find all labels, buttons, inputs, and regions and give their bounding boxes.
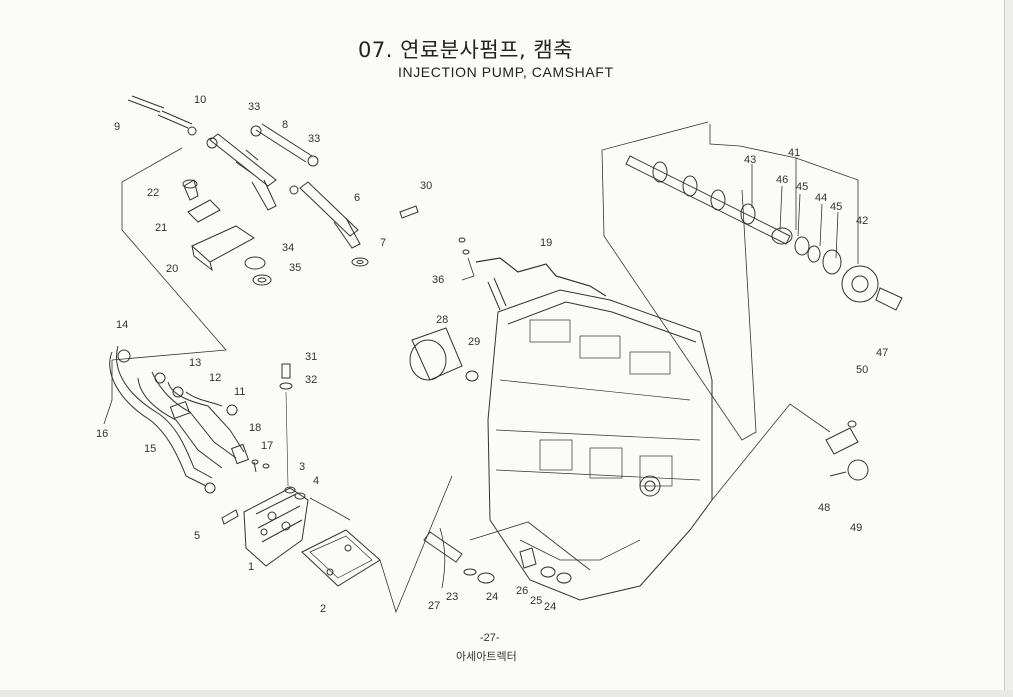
callout-18: 18 [249,422,261,434]
callout-48: 48 [818,502,830,514]
callout-43: 43 [744,154,756,166]
page-edge-right [1004,0,1013,697]
callout-3: 3 [299,461,305,473]
callout-22: 22 [147,187,159,199]
callout-44: 44 [815,192,827,204]
callout-49: 49 [850,522,862,534]
callout-24-a: 24 [486,591,498,603]
callout-20: 20 [166,263,178,275]
callout-12: 12 [209,372,221,384]
injection-nozzle-group [111,95,369,361]
callout-17: 17 [261,440,273,452]
engine-block-group [399,205,713,601]
page-number: -27- [480,632,500,644]
callout-41: 41 [788,147,800,159]
callout-29: 29 [468,336,480,348]
callout-32: 32 [305,374,317,386]
callout-33-b: 33 [308,133,320,145]
callout-1: 1 [248,561,254,573]
callout-labels: 10 9 33 8 33 22 21 20 34 35 6 7 30 19 36… [96,94,888,615]
callout-31: 31 [305,351,317,363]
callout-16: 16 [96,428,108,440]
lower-small-parts-group [423,521,591,589]
callout-23: 23 [446,591,458,603]
callout-30: 30 [420,180,432,192]
camshaft-group [601,121,903,501]
callout-46: 46 [776,174,788,186]
callout-21: 21 [155,222,167,234]
injection-pipes-group [103,345,250,494]
callout-10: 10 [194,94,206,106]
callout-14: 14 [116,319,128,331]
callout-25: 25 [530,595,542,607]
callout-35: 35 [289,262,301,274]
callout-28: 28 [436,314,448,326]
callout-7: 7 [380,237,386,249]
callout-4: 4 [313,475,319,487]
callout-6: 6 [354,192,360,204]
callout-42: 42 [856,215,868,227]
callout-2: 2 [320,603,326,615]
injection-pump-group [221,363,453,614]
callout-45-a: 45 [796,181,808,193]
callout-15: 15 [144,443,156,455]
callout-9: 9 [114,121,120,133]
callout-5: 5 [194,530,200,542]
callout-50: 50 [856,364,868,376]
callout-36: 36 [432,274,444,286]
page-title-korean: 07. 연료분사펌프, 캠축 [358,38,573,62]
callout-13: 13 [189,357,201,369]
page-edge-bottom [0,690,1013,697]
publisher-name: 아세아트렉터 [456,650,517,663]
callout-24-b: 24 [544,601,556,613]
callout-27: 27 [428,600,440,612]
callout-33-a: 33 [248,101,260,113]
callout-47: 47 [876,347,888,359]
page-title-english: INJECTION PUMP, CAMSHAFT [398,64,614,80]
callout-45-b: 45 [830,201,842,213]
callout-19: 19 [540,237,552,249]
callout-11: 11 [234,386,245,398]
callout-8: 8 [282,119,288,131]
callout-34: 34 [282,242,294,254]
callout-26: 26 [516,585,528,597]
